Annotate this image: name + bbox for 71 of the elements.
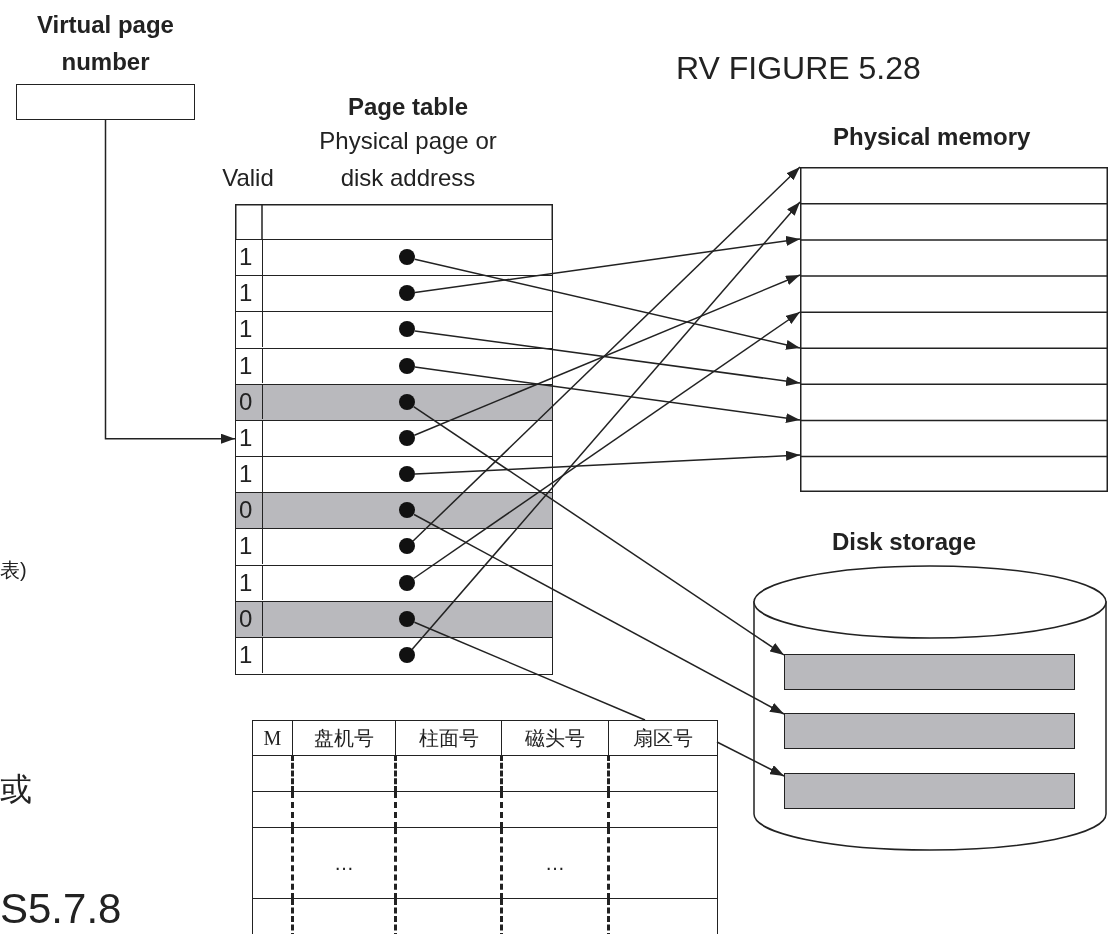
valid-bit: 1 <box>236 348 263 384</box>
valid-bit: 0 <box>236 384 263 420</box>
dot <box>398 574 415 591</box>
dot <box>398 357 415 374</box>
table-row <box>235 564 553 603</box>
arrow <box>716 741 785 777</box>
arrow <box>414 366 801 424</box>
table-row <box>235 239 553 277</box>
valid-bit: 1 <box>236 276 263 311</box>
dot <box>398 321 415 338</box>
arrow <box>414 450 801 475</box>
note-text: S5.7.8 <box>0 884 122 934</box>
valid-bit: 1 <box>236 637 263 673</box>
column-header: M <box>252 720 293 756</box>
valid-bit: 0 <box>236 601 263 637</box>
heading: Physical memory <box>833 122 1031 152</box>
arrow <box>411 201 801 651</box>
disk-block <box>784 654 1075 690</box>
dot <box>398 466 415 482</box>
dot <box>398 610 415 627</box>
dot <box>398 429 415 446</box>
column-header: 柱面号 <box>395 720 502 756</box>
column-heading: Physical page or disk address <box>318 126 498 193</box>
note-text: 或 <box>0 770 32 808</box>
dot <box>398 393 415 410</box>
valid-bit: 1 <box>236 420 263 456</box>
table-cell: … <box>292 827 396 899</box>
valid-bit: 1 <box>236 312 263 347</box>
table-title: Page table <box>346 92 469 122</box>
heading: Disk storage <box>832 527 977 557</box>
arrow <box>413 513 785 715</box>
dot <box>398 502 415 519</box>
arrow <box>414 258 801 350</box>
dot <box>398 285 415 302</box>
arrow <box>412 405 785 656</box>
table-cell: … <box>501 827 609 899</box>
column-header: 盘机号 <box>292 720 396 756</box>
table-row <box>235 383 553 422</box>
disk-block <box>784 713 1075 749</box>
column-header: 扇区号 <box>608 720 718 756</box>
valid-bit: 1 <box>236 240 263 275</box>
valid-bit: 1 <box>236 457 263 492</box>
table-row <box>235 636 553 675</box>
note-text: 表) <box>0 558 27 582</box>
arrow <box>414 330 801 387</box>
figure-title: RV FIGURE 5.28 <box>676 49 921 88</box>
dot <box>398 646 415 663</box>
arrow <box>413 274 801 437</box>
table-row <box>235 456 553 494</box>
dot <box>398 249 415 265</box>
data-table <box>252 720 718 934</box>
valid-bit: 1 <box>236 565 263 601</box>
table-row <box>235 311 553 349</box>
table-row <box>235 275 553 313</box>
arrow <box>414 236 801 294</box>
table-row <box>235 600 553 639</box>
table-row <box>235 347 553 386</box>
column-heading: Valid <box>221 163 275 193</box>
table-row <box>235 419 553 458</box>
connector-line <box>413 621 646 721</box>
column-header: 磁头号 <box>501 720 609 756</box>
valid-bit: 1 <box>236 529 263 564</box>
table-row <box>235 528 553 566</box>
heading: Virtual page number <box>36 10 175 77</box>
disk-block <box>784 773 1075 809</box>
table-row <box>235 492 553 530</box>
arrow <box>412 166 801 543</box>
arrow <box>412 311 801 580</box>
arrow <box>104 119 236 444</box>
valid-bit: 0 <box>236 493 263 528</box>
dot <box>398 538 415 555</box>
